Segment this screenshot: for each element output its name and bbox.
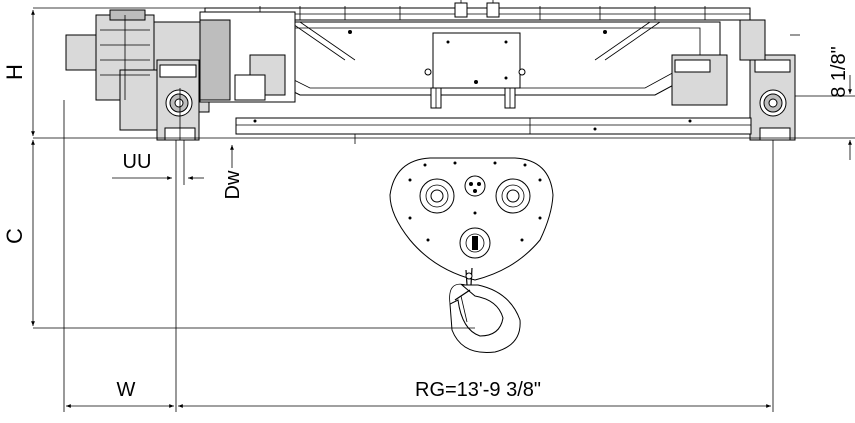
hook-block-drawing — [389, 157, 554, 354]
dimension-c-label: C — [2, 228, 27, 244]
dimension-side-label: 8 1/8" — [828, 46, 850, 98]
dimension-dw-label: Dw — [222, 170, 244, 199]
dimension-rg-label: RG=13'-9 3/8" — [415, 379, 541, 401]
dimension-uu-label: UU — [123, 151, 152, 173]
hoist-trolley-drawing — [65, 0, 800, 144]
dimension-w-label: W — [117, 379, 136, 401]
dimension-h-label: H — [2, 64, 27, 80]
dimension-lines — [31, 7, 855, 412]
